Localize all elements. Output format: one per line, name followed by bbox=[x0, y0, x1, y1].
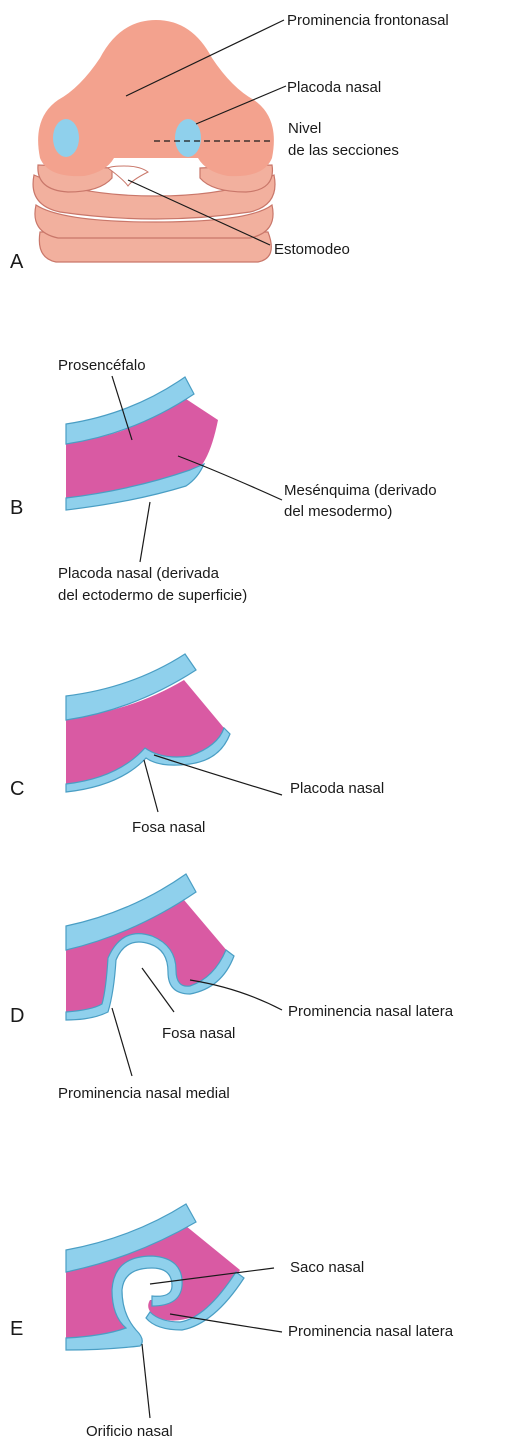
panel-a: Prominencia frontonasal Placoda nasal Ni… bbox=[10, 12, 449, 273]
panel-letter-b: B bbox=[10, 497, 23, 519]
stomodeum-opening bbox=[108, 166, 148, 186]
panel-d: Prominencia nasal latera Fosa nasal Prom… bbox=[10, 874, 454, 1102]
label-placoda-b-1: Placoda nasal (derivada bbox=[58, 565, 220, 582]
label-nivel-2: de las secciones bbox=[288, 142, 399, 159]
label-placoda-c: Placoda nasal bbox=[290, 780, 384, 797]
label-fosa-d: Fosa nasal bbox=[162, 1025, 235, 1042]
nasal-placode-right bbox=[175, 119, 201, 157]
nasal-placode-left bbox=[53, 119, 79, 157]
label-estomodeo: Estomodeo bbox=[274, 241, 350, 258]
label-saco-e: Saco nasal bbox=[290, 1259, 364, 1276]
panel-letter-c: C bbox=[10, 778, 24, 800]
panel-e: Saco nasal Prominencia nasal latera Orif… bbox=[10, 1204, 454, 1440]
label-medial-d: Prominencia nasal medial bbox=[58, 1085, 230, 1102]
panel-c: Placoda nasal Fosa nasal C bbox=[10, 654, 384, 836]
label-mesenquima-2: del mesodermo) bbox=[284, 503, 392, 520]
panel-b: Prosencéfalo Mesénquima (derivado del me… bbox=[10, 357, 437, 604]
label-lateral-e: Prominencia nasal latera bbox=[288, 1323, 454, 1340]
label-lateral-d: Prominencia nasal latera bbox=[288, 1003, 454, 1020]
panel-letter-a: A bbox=[10, 251, 24, 273]
label-placoda-a: Placoda nasal bbox=[287, 79, 381, 96]
label-placoda-b-2: del ectodermo de superficie) bbox=[58, 587, 247, 604]
label-mesenquima-1: Mesénquima (derivado bbox=[284, 482, 437, 499]
label-nivel-1: Nivel bbox=[288, 120, 321, 137]
label-orificio-e: Orificio nasal bbox=[86, 1423, 173, 1440]
panel-letter-d: D bbox=[10, 1005, 24, 1027]
label-frontonasal: Prominencia frontonasal bbox=[287, 12, 449, 29]
label-prosencefalo: Prosencéfalo bbox=[58, 357, 146, 374]
panel-letter-e: E bbox=[10, 1318, 23, 1340]
label-fosa-c: Fosa nasal bbox=[132, 819, 205, 836]
